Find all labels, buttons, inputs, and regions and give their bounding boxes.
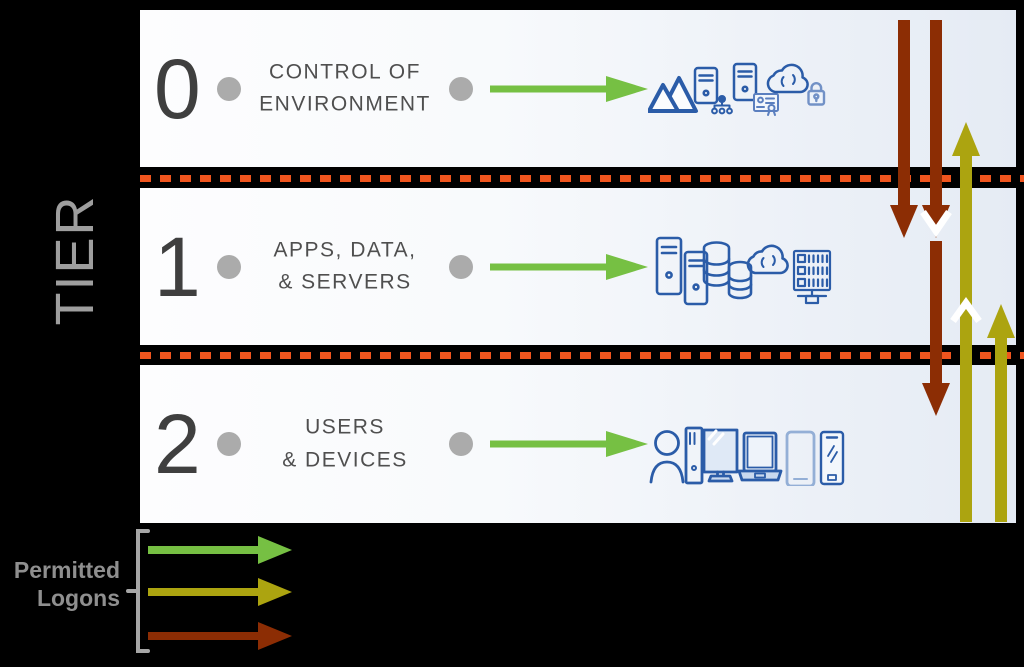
tier-label-2: USERS & DEVICES (230, 411, 460, 476)
database-icon (727, 260, 753, 299)
bullet-dot (217, 76, 241, 101)
tier-number-0: 0 (154, 41, 201, 136)
tier-row-0: 0 CONTROL OF ENVIRONMENT (140, 10, 1016, 167)
cloud-icon (746, 244, 789, 274)
laptop-icon (737, 431, 783, 482)
tier0-icons (648, 62, 826, 116)
same-tier-logon-arrow (490, 431, 648, 457)
server-icon (655, 236, 683, 295)
tier-number-2: 2 (154, 397, 201, 491)
bullet-dot (217, 432, 241, 456)
legend-arrow-down (148, 622, 292, 650)
tier-boundary-dashed-line (140, 175, 1024, 182)
legend-title: Permitted Logons (6, 556, 120, 612)
tier-number-1: 1 (154, 219, 201, 314)
bullet-dot (449, 432, 473, 456)
user-icon (649, 430, 685, 484)
tier-label-line: APPS, DATA, (273, 237, 417, 261)
legend-title-line: Permitted (13, 557, 120, 583)
tier-label-line: & SERVERS (278, 270, 412, 294)
azure-icon (648, 75, 698, 113)
same-tier-logon-arrow (490, 75, 648, 102)
server-directory-icon (693, 66, 733, 114)
up-logon-arrow-tier2-to-tier0 (950, 122, 982, 522)
tier-label-line: & DEVICES (282, 448, 408, 471)
bullet-dot (217, 254, 241, 279)
tier-label-line: CONTROL OF (269, 59, 421, 83)
legend-arrow-same-tier (148, 536, 292, 564)
bullet-dot (449, 76, 473, 101)
tier-label-0: CONTROL OF ENVIRONMENT (230, 56, 460, 121)
legend-arrows (148, 536, 292, 650)
bullet-dot (449, 254, 473, 279)
down-logon-arrow-tier0-to-tier2 (920, 20, 952, 416)
up-logon-arrow-tier2-to-tier1 (987, 304, 1015, 522)
tier-row-2: 2 USERS & DEVICES (140, 365, 1016, 523)
legend-arrow-up (148, 578, 292, 606)
same-tier-logon-arrow (490, 253, 648, 280)
smartphone-icon (819, 430, 845, 486)
down-logon-arrow-tier0-to-tier1 (890, 20, 918, 238)
tier-label-1: APPS, DATA, & SERVERS (230, 234, 460, 299)
tier-label-line: ENVIRONMENT (259, 92, 431, 116)
legend-title-line: Logons (36, 585, 120, 612)
tier-label-line: USERS (305, 415, 385, 439)
server-rack-icon (792, 249, 832, 304)
tier2-icons (649, 426, 845, 486)
cloud-lock-icon (766, 63, 826, 106)
server-certificate-icon (732, 62, 779, 116)
legend-bracket (126, 529, 150, 653)
server-icon (683, 250, 709, 305)
desktop-icon (684, 426, 739, 485)
tablet-icon (785, 430, 816, 486)
tier-boundary-dashed-line (140, 352, 1024, 359)
tier-row-1: 1 APPS, DATA, & SERVERS (140, 188, 1016, 345)
tier1-icons (655, 236, 832, 305)
